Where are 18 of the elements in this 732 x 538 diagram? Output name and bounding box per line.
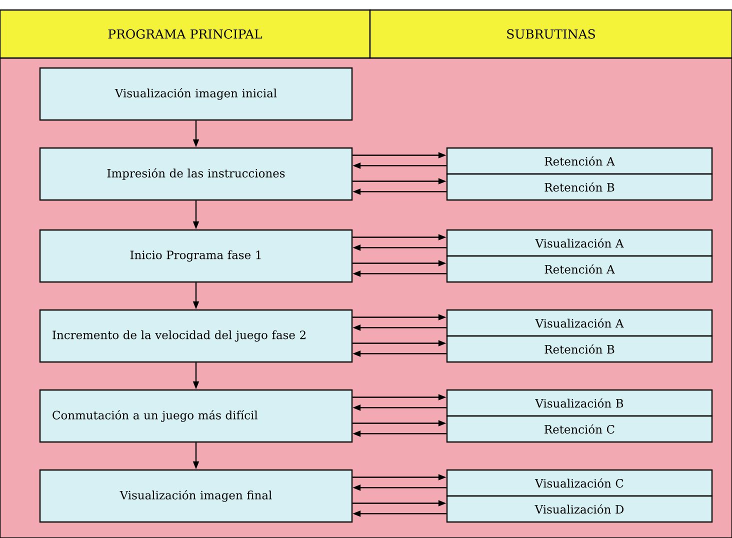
process-box: Visualización imagen final <box>39 469 353 523</box>
subroutine-box: Retención B <box>446 173 713 201</box>
subroutine-box: Retención A <box>446 255 713 283</box>
process-box: Incremento de la velocidad del juego fase 2 <box>39 309 353 363</box>
subroutine-box: Visualización B <box>446 389 713 417</box>
subroutine-box: Retención C <box>446 415 713 443</box>
subroutine-box: Visualización C <box>446 469 713 497</box>
column-header: SUBRUTINAS <box>369 9 732 59</box>
subroutine-box: Visualización A <box>446 229 713 257</box>
process-box: Impresión de las instrucciones <box>39 147 353 201</box>
column-header: PROGRAMA PRINCIPAL <box>0 9 371 59</box>
subroutine-box: Retención A <box>446 147 713 175</box>
process-box: Inicio Programa fase 1 <box>39 229 353 283</box>
process-box: Conmutación a un juego más difícil <box>39 389 353 443</box>
process-box: Visualización imagen inicial <box>39 67 353 121</box>
subroutine-box: Retención B <box>446 335 713 363</box>
subroutine-box: Visualización D <box>446 495 713 523</box>
subroutine-box: Visualización A <box>446 309 713 337</box>
